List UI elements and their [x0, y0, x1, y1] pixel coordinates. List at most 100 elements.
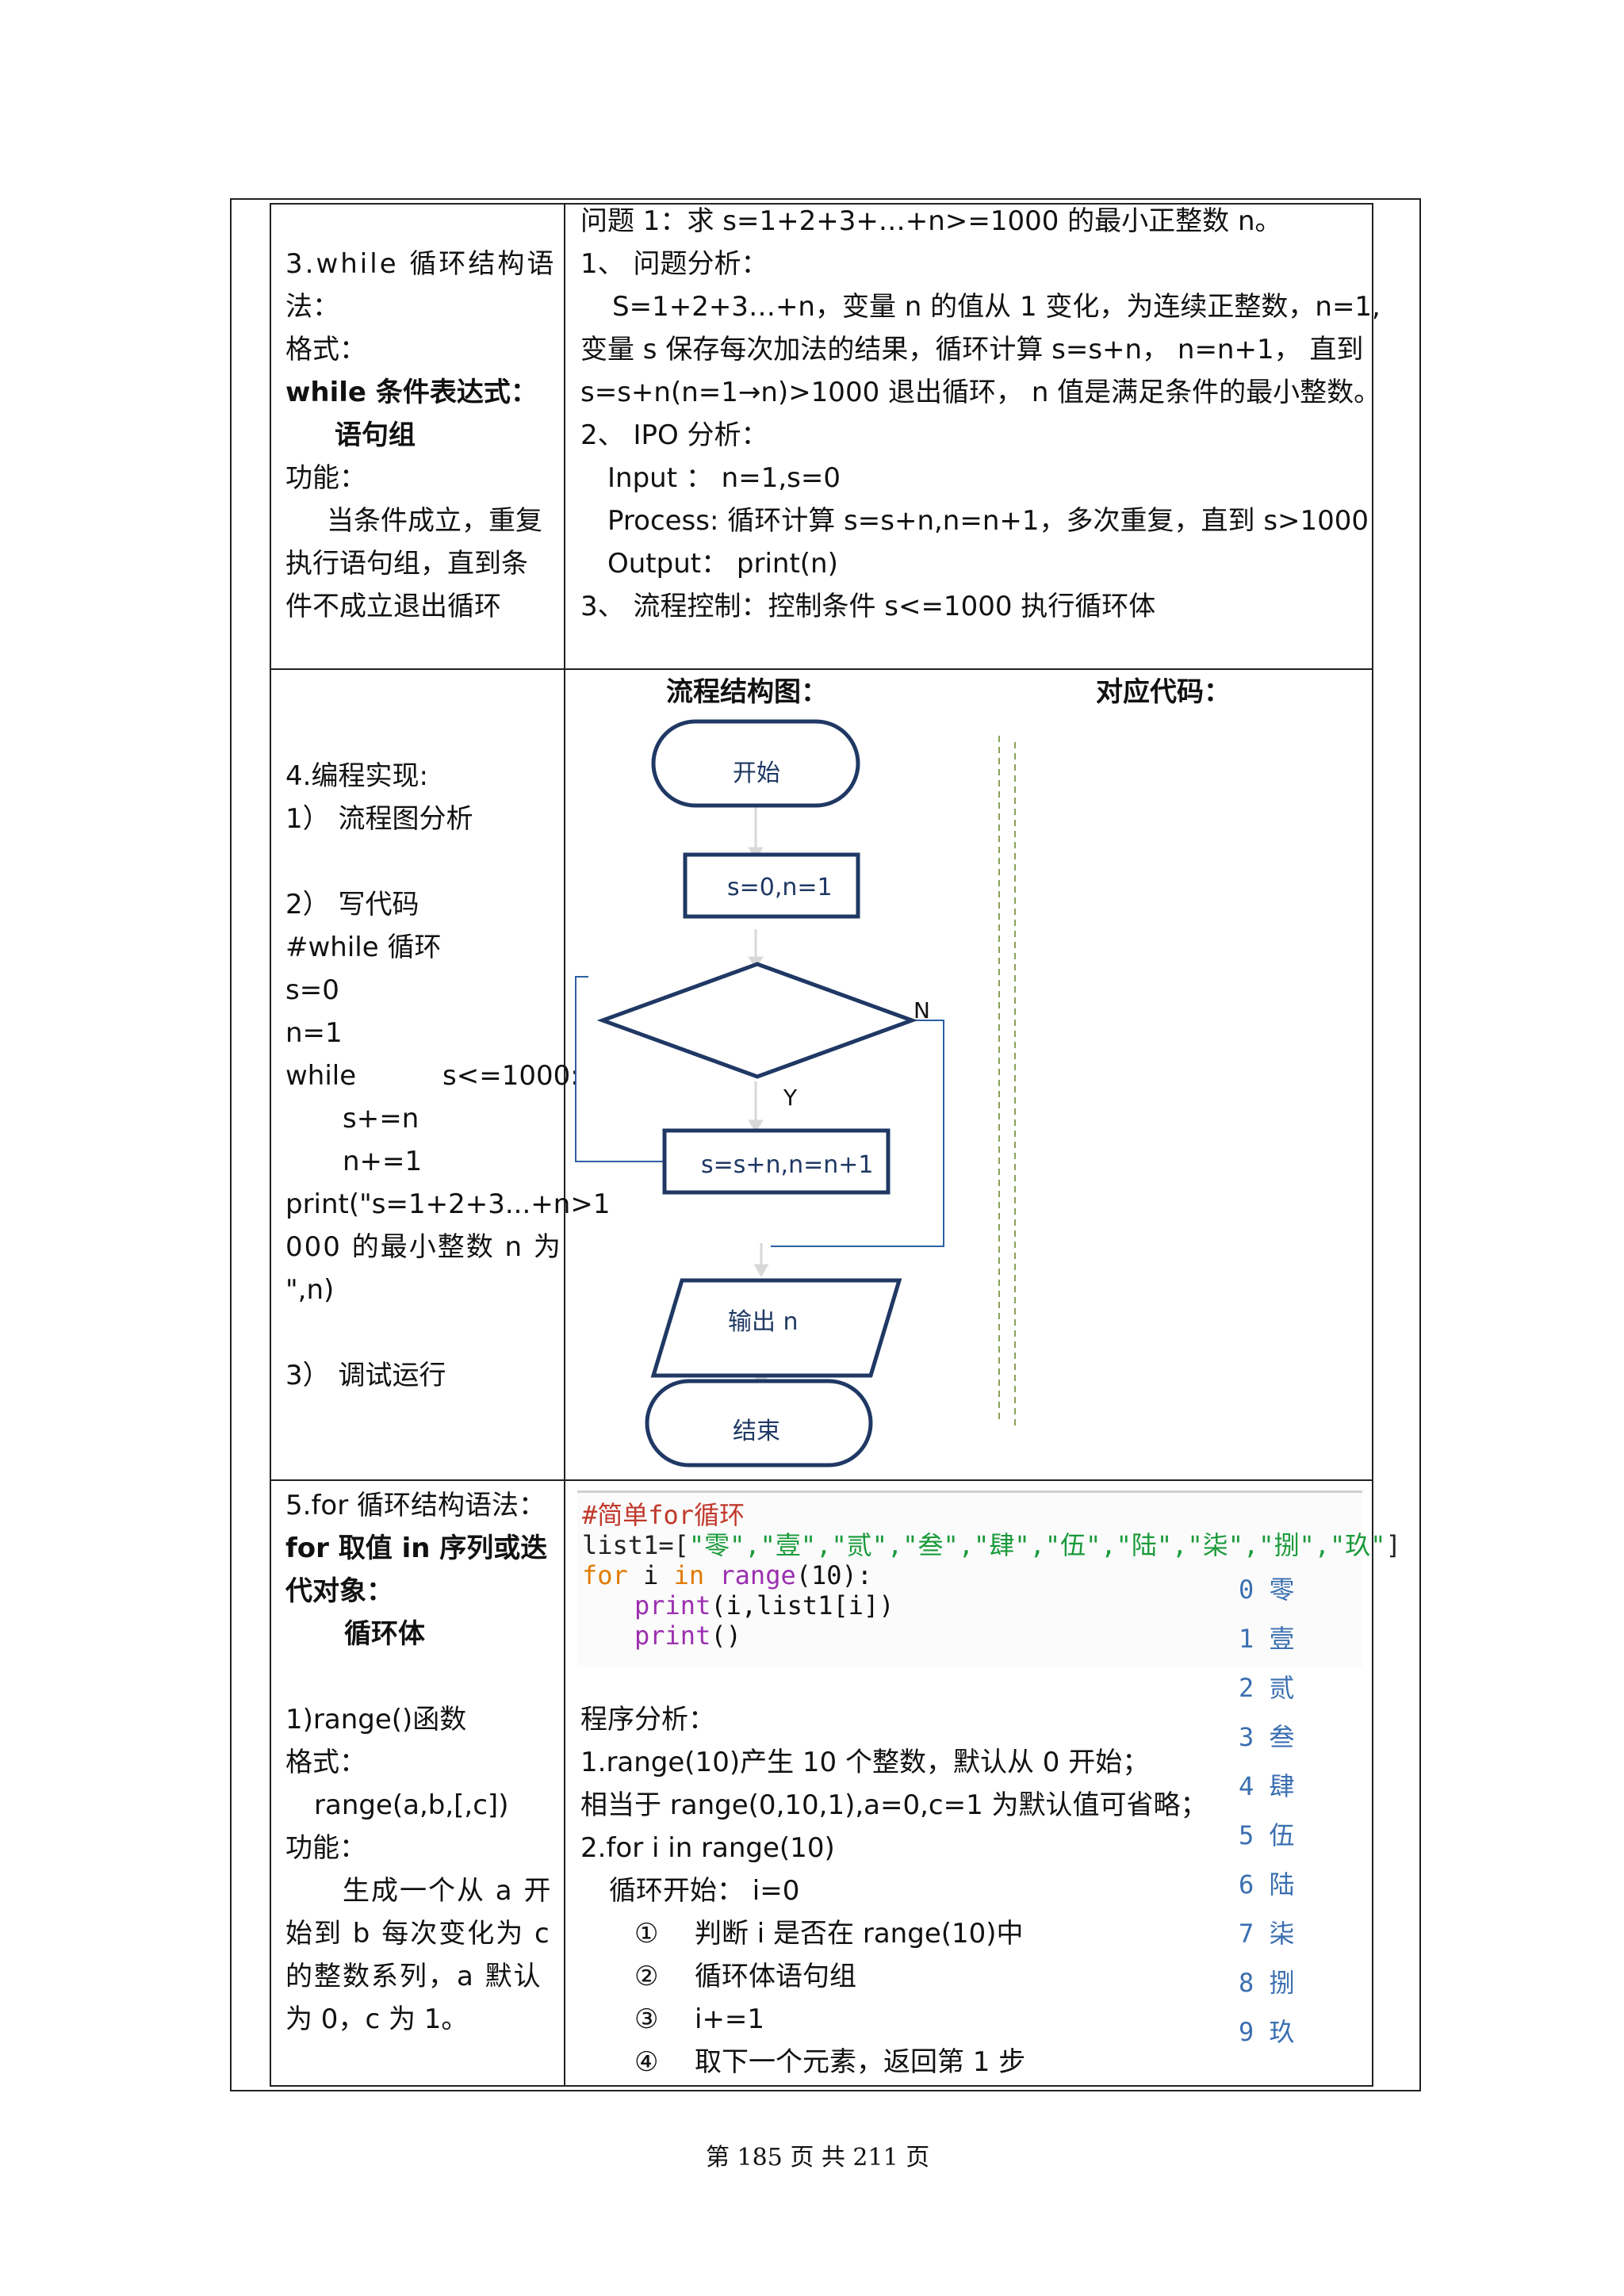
output-line: 8 捌: [1239, 1968, 1295, 1998]
step-number: ④: [634, 2046, 659, 2078]
range-desc-1: 生成一个从 a 开: [343, 1875, 553, 1907]
yes-label: Y: [783, 1085, 798, 1111]
flowchart-heading: 流程结构图：: [666, 676, 828, 708]
analysis-range-2: 相当于 range(0,10,1),a=0,c=1 为默认值可省略；: [580, 1789, 1208, 1821]
condition-diamond: [596, 962, 918, 1079]
analysis-label: 程序分析：: [580, 1704, 715, 1735]
code-print-args-1: (i,list1[i]): [710, 1590, 894, 1621]
code-list-name: list1=[: [582, 1530, 689, 1560]
analysis-for-line: 2.for i in range(10): [580, 1832, 835, 1864]
row-divider-1: [270, 668, 1373, 670]
start-label: 开始: [733, 760, 780, 787]
table-outer-top: [230, 198, 1421, 200]
code-range-fn: range: [719, 1560, 796, 1590]
code-line-comment: #简单for循环: [582, 1500, 745, 1530]
end-terminal: [645, 1379, 873, 1468]
code-n-increment: n+=1: [343, 1146, 423, 1177]
page-footer: 第 185 页 共 211 页: [706, 2144, 930, 2172]
row-divider-2: [270, 1479, 1373, 1481]
output-line: 9 玖: [1239, 2017, 1295, 2047]
code-for-space: [704, 1560, 719, 1590]
ipo-heading: 2、 IPO 分析：: [580, 419, 768, 451]
range-format-label: 格式：: [285, 1747, 366, 1778]
row3-desc-1: 当条件成立，重复: [327, 505, 542, 537]
table-outer-left: [230, 198, 232, 2091]
code-range-args: (10):: [795, 1560, 873, 1590]
problem-statement: 问题 1：求 s=1+2+3+…+n>=1000 的最小正整数 n。: [580, 205, 1282, 237]
code-comment: #while 循环: [285, 932, 442, 963]
step-text: i+=1: [695, 2003, 765, 2035]
code-list-items: "零","壹","贰","叁","肆","伍","陆","柒","捌","玖": [688, 1530, 1386, 1560]
step-number: ③: [634, 2003, 659, 2035]
column-divider: [564, 203, 565, 2087]
row3-desc-3: 件不成立退出循环: [285, 591, 501, 622]
loop-body-label: s=s+n,n=n+1: [701, 1151, 874, 1179]
step-text: 取下一个元素，返回第 1 步: [695, 2046, 1026, 2078]
code-in-keyword: in: [673, 1560, 705, 1590]
row3-syntax-line2: 语句组: [335, 419, 416, 451]
output-line: 1 壹: [1239, 1624, 1295, 1654]
range-desc-2: 始到 b 每次变化为 c: [285, 1918, 551, 1950]
row3-syntax-line1: while 条件表达式：: [285, 377, 538, 408]
table-inner-top: [270, 203, 1373, 205]
analysis-line-2: 变量 s 保存每次加法的结果，循环计算 s=s+n， n=n+1， 直到: [580, 334, 1364, 365]
output-line: 3 叁: [1239, 1722, 1295, 1752]
code-line-for: for i in range(10):: [582, 1560, 872, 1590]
code-s-init: s=0: [285, 974, 339, 1006]
step-number: ①: [634, 1918, 659, 1950]
code-print-args-2: (): [710, 1621, 741, 1651]
code-while-keyword: while: [285, 1060, 357, 1092]
row4-heading: 4.编程实现:: [285, 760, 428, 792]
row5-heading: 5.for 循环结构语法：: [285, 1490, 546, 1521]
output-parallelogram: [650, 1278, 902, 1378]
code-print-1: print("s=1+2+3...+n>1: [285, 1188, 611, 1220]
code-n-init: n=1: [285, 1017, 343, 1049]
for-syntax-1: for 取值 in 序列或迭: [285, 1533, 548, 1564]
output-line: 4 肆: [1239, 1771, 1295, 1801]
init-process-box: [683, 852, 860, 919]
step-number: ②: [634, 1961, 659, 1992]
row3-format-label: 格式：: [285, 334, 366, 365]
code-print-2: 000 的最小整数 n 为: [285, 1231, 562, 1263]
row4-step-1: 1） 流程图分析: [285, 803, 473, 835]
ipo-output: Output： print(n): [607, 548, 838, 580]
row4-step-2: 2） 写代码: [285, 889, 419, 920]
code-screenshot: [577, 1490, 1362, 1667]
table-outer-bottom: [230, 2090, 1421, 2091]
row3-desc-2: 执行语句组，直到条: [285, 548, 528, 580]
loop-body-box: [662, 1128, 891, 1195]
for-syntax-3: 循环体: [344, 1618, 425, 1650]
range-desc-3: 的整数系列，a 默认: [285, 1961, 542, 1992]
row3-function-label: 功能：: [285, 462, 366, 494]
code-line-list: list1=["零","壹","贰","叁","肆","伍","陆","柒","…: [582, 1530, 1401, 1560]
code-print-3: ",n): [285, 1274, 335, 1306]
code-while-condition: s<=1000:: [442, 1060, 580, 1092]
step-text: 判断 i 是否在 range(10)中: [695, 1918, 1024, 1950]
code-line-print2: print(): [634, 1621, 741, 1651]
range-desc-4: 为 0，c 为 1。: [285, 2003, 469, 2035]
row3-title: 3.while 循环结构语: [285, 248, 557, 280]
ipo-input: Input ： n=1,s=0: [607, 462, 841, 494]
output-line: 6 陆: [1239, 1869, 1295, 1900]
for-syntax-2: 代对象：: [285, 1575, 393, 1607]
flow-control-line: 3、 流程控制：控制条件 s<=1000 执行循环体: [580, 591, 1156, 622]
table-inner-right: [1372, 203, 1373, 2087]
analysis-heading: 1、 问题分析：: [580, 248, 768, 280]
code-print-fn-2: print: [634, 1621, 711, 1651]
code-for-var: i: [627, 1560, 674, 1590]
output-line: 5 伍: [1239, 1820, 1295, 1850]
code-print-fn-1: print: [634, 1590, 711, 1621]
code-for-keyword: for: [582, 1560, 628, 1590]
flowchart: [575, 719, 1016, 1468]
range-heading: 1)range()函数: [285, 1704, 467, 1735]
range-format: range(a,b,[,c]): [314, 1789, 509, 1821]
end-label: 结束: [733, 1418, 780, 1445]
row3-title-cont: 法：: [285, 291, 339, 323]
output-line: 0 零: [1239, 1575, 1295, 1605]
start-terminal: [651, 719, 860, 808]
table-inner-left: [270, 203, 271, 2087]
range-function-label: 功能：: [285, 1832, 366, 1864]
table-inner-bottom: [270, 2085, 1373, 2087]
analysis-line-3: s=s+n(n=1→n)>1000 退出循环， n 值是满足条件的最小整数。: [580, 377, 1381, 408]
step-text: 循环体语句组: [695, 1961, 856, 1992]
